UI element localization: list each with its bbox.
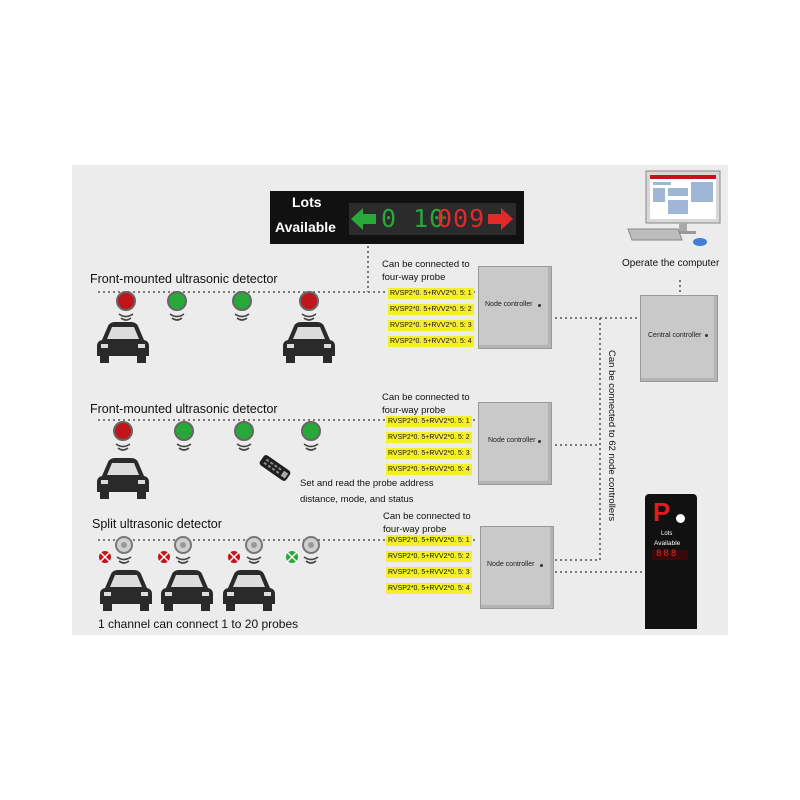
probe-note-2: Can be connected to four-way probe bbox=[382, 392, 470, 416]
probe-note-3: Can be connected to four-way probe bbox=[383, 511, 471, 535]
node-controller-label: Node controller bbox=[487, 561, 535, 568]
node-controller-box: Node controller bbox=[478, 402, 552, 485]
car-icon bbox=[100, 570, 152, 611]
status-light-icon bbox=[538, 304, 541, 307]
indicator-light-red-icon bbox=[99, 551, 111, 563]
car-icon bbox=[161, 570, 213, 611]
status-light-icon bbox=[538, 440, 541, 443]
indicator-light-red-icon bbox=[158, 551, 170, 563]
remote-note-line1: Set and read the probe address bbox=[300, 478, 434, 489]
car-icon bbox=[97, 322, 149, 363]
probe-label: RVSP2*0. 5+RVV2*0. 5: 1 bbox=[386, 416, 472, 427]
probe-green-icon bbox=[174, 421, 194, 451]
p-sign-letter: P bbox=[653, 497, 671, 527]
section-title-2: Front-mounted ultrasonic detector bbox=[90, 402, 278, 416]
p-sign-digits: 888 bbox=[656, 549, 679, 559]
p-sign-line1: Lots bbox=[661, 531, 673, 537]
probe-green-icon bbox=[232, 291, 252, 321]
probe-label: RVSP2*0. 5+RVV2*0. 5: 1 bbox=[388, 288, 474, 299]
sign-digits-red: 009 bbox=[437, 204, 486, 233]
computer-icon bbox=[627, 170, 721, 246]
car-icon bbox=[223, 570, 275, 611]
node-controller-box: Node controller bbox=[480, 526, 554, 609]
remote-control-icon bbox=[259, 455, 291, 481]
computer-label: Operate the computer bbox=[622, 258, 720, 269]
car-icon bbox=[283, 322, 335, 363]
probe-label: RVSP2*0. 5+RVV2*0. 5: 4 bbox=[388, 336, 474, 347]
probe-green-icon bbox=[234, 421, 254, 451]
p-sign-dot-icon bbox=[676, 514, 685, 523]
indicator-light-green-icon bbox=[286, 551, 298, 563]
probe-count-note: 1 channel can connect 1 to 20 probes bbox=[98, 617, 299, 631]
probe-label: RVSP2*0. 5+RVV2*0. 5: 3 bbox=[386, 448, 472, 459]
split-probe-icon bbox=[302, 536, 320, 564]
probe-red-icon bbox=[116, 291, 136, 321]
central-controller-box: Central controller bbox=[640, 295, 718, 382]
lots-available-sign: Lots Available 0 10 009 bbox=[270, 191, 524, 244]
green-left-arrow-icon bbox=[351, 208, 376, 230]
probe-red-icon bbox=[299, 291, 319, 321]
probe-label: RVSP2*0. 5+RVV2*0. 5: 3 bbox=[388, 320, 474, 331]
node-controller-box: Node controller bbox=[478, 266, 552, 349]
status-light-icon bbox=[540, 564, 543, 567]
p-sign-display: 888 bbox=[652, 549, 688, 560]
probe-label-list-3: RVSP2*0. 5+RVV2*0. 5: 1 RVSP2*0. 5+RVV2*… bbox=[386, 535, 472, 599]
probe-note-1: Can be connected to four-way probe bbox=[382, 259, 470, 283]
sign-title-line1: Lots bbox=[292, 194, 322, 210]
p-sign-line2: Available bbox=[654, 540, 681, 547]
split-probe-icon bbox=[174, 536, 192, 564]
probe-label: RVSP2*0. 5+RVV2*0. 5: 4 bbox=[386, 583, 472, 594]
central-controller-label: Central controller bbox=[648, 332, 702, 339]
status-light-icon bbox=[705, 334, 708, 337]
probe-green-icon bbox=[167, 291, 187, 321]
indicator-light-red-icon bbox=[228, 551, 240, 563]
node-controller-label: Node controller bbox=[488, 437, 536, 444]
probe-label-list-1: RVSP2*0. 5+RVV2*0. 5: 1 RVSP2*0. 5+RVV2*… bbox=[388, 288, 474, 352]
section-title-1: Front-mounted ultrasonic detector bbox=[90, 272, 278, 286]
probe-label: RVSP2*0. 5+RVV2*0. 5: 4 bbox=[386, 464, 472, 475]
probe-red-icon bbox=[113, 421, 133, 451]
probe-label: RVSP2*0. 5+RVV2*0. 5: 1 bbox=[386, 535, 472, 546]
node-controller-label: Node controller bbox=[485, 301, 533, 308]
p-sign: P Lots Available 888 bbox=[645, 494, 697, 629]
sign-display: 0 10 009 bbox=[349, 203, 516, 235]
section-title-3: Split ultrasonic detector bbox=[92, 517, 222, 531]
sign-title-line2: Available bbox=[275, 219, 336, 235]
probe-green-icon bbox=[301, 421, 321, 451]
car-icon bbox=[97, 458, 149, 499]
probe-label: RVSP2*0. 5+RVV2*0. 5: 2 bbox=[388, 304, 474, 315]
split-probe-icon bbox=[245, 536, 263, 564]
sign-digits-green: 0 10 bbox=[381, 204, 446, 233]
vertical-note: Can be connected to 62 node controllers bbox=[606, 350, 617, 522]
remote-note-line2: distance, mode, and status bbox=[300, 494, 414, 505]
red-right-arrow-icon bbox=[488, 208, 513, 230]
split-probe-icon bbox=[115, 536, 133, 564]
probe-label: RVSP2*0. 5+RVV2*0. 5: 2 bbox=[386, 551, 472, 562]
probe-label-list-2: RVSP2*0. 5+RVV2*0. 5: 1 RVSP2*0. 5+RVV2*… bbox=[386, 416, 472, 480]
probe-label: RVSP2*0. 5+RVV2*0. 5: 2 bbox=[386, 432, 472, 443]
probe-label: RVSP2*0. 5+RVV2*0. 5: 3 bbox=[386, 567, 472, 578]
